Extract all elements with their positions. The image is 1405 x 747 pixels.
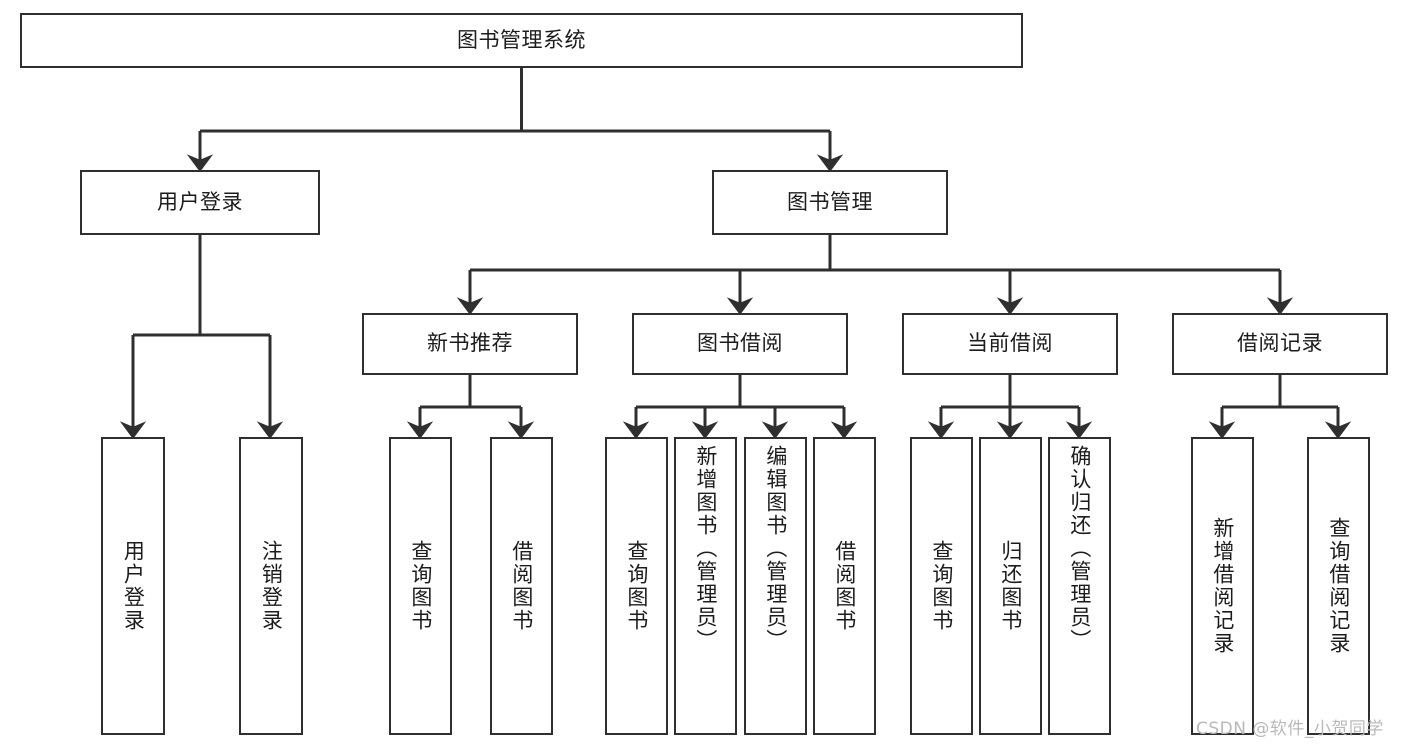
node-new-book-recommend[interactable]: 新书推荐 xyxy=(362,313,578,375)
watermark-text: CSDN @软件_小贺同学 xyxy=(1196,719,1384,739)
node-book-management-system[interactable]: 图书管理系统 xyxy=(20,13,1023,68)
node-book-borrow[interactable]: 图书借阅 xyxy=(632,313,848,375)
node-current-borrow[interactable]: 当前借阅 xyxy=(902,313,1118,375)
node-book-management[interactable]: 图书管理 xyxy=(712,170,948,235)
node-leaf-query-book-recommend[interactable]: 查询图书 xyxy=(389,437,452,735)
node-label: 查询图书 xyxy=(408,540,433,632)
node-leaf-add-book[interactable]: 新增图书（管理员） xyxy=(674,437,737,735)
node-label: 查询借阅记录 xyxy=(1326,517,1351,655)
node-label: 确认归还（管理员） xyxy=(1067,445,1092,652)
node-user-login[interactable]: 用户登录 xyxy=(80,170,320,235)
node-label: 归还图书 xyxy=(998,540,1023,632)
node-label: 注销登录 xyxy=(259,540,284,632)
node-leaf-borrow-book[interactable]: 借阅图书 xyxy=(813,437,876,735)
node-leaf-logout-login[interactable]: 注销登录 xyxy=(239,437,303,735)
node-leaf-borrow-book-recommend[interactable]: 借阅图书 xyxy=(490,437,553,735)
node-label: 新书推荐 xyxy=(427,331,513,356)
node-label: 新增借阅记录 xyxy=(1210,517,1235,655)
node-label: 当前借阅 xyxy=(967,331,1053,356)
node-leaf-confirm-return[interactable]: 确认归还（管理员） xyxy=(1048,437,1111,735)
node-label: 借阅记录 xyxy=(1237,331,1323,356)
node-leaf-edit-book[interactable]: 编辑图书（管理员） xyxy=(744,437,807,735)
node-label: 查询图书 xyxy=(929,540,954,632)
node-leaf-user-login[interactable]: 用户登录 xyxy=(101,437,165,735)
node-label: 用户登录 xyxy=(157,189,243,214)
node-label: 借阅图书 xyxy=(509,540,534,632)
node-label: 用户登录 xyxy=(121,540,146,632)
node-leaf-query-book-current[interactable]: 查询图书 xyxy=(910,437,973,735)
node-leaf-add-borrow-record[interactable]: 新增借阅记录 xyxy=(1191,437,1254,735)
node-borrow-record[interactable]: 借阅记录 xyxy=(1172,313,1388,375)
node-label: 图书借阅 xyxy=(697,331,783,356)
node-label: 编辑图书（管理员） xyxy=(763,445,788,652)
node-label: 借阅图书 xyxy=(832,540,857,632)
node-label: 图书管理 xyxy=(787,189,873,214)
node-label: 查询图书 xyxy=(624,540,649,632)
node-label: 图书管理系统 xyxy=(457,27,586,52)
node-leaf-return-book[interactable]: 归还图书 xyxy=(979,437,1042,735)
node-label: 新增图书（管理员） xyxy=(693,445,718,652)
node-leaf-query-borrow-record[interactable]: 查询借阅记录 xyxy=(1307,437,1370,735)
node-leaf-query-book-borrow[interactable]: 查询图书 xyxy=(605,437,668,735)
